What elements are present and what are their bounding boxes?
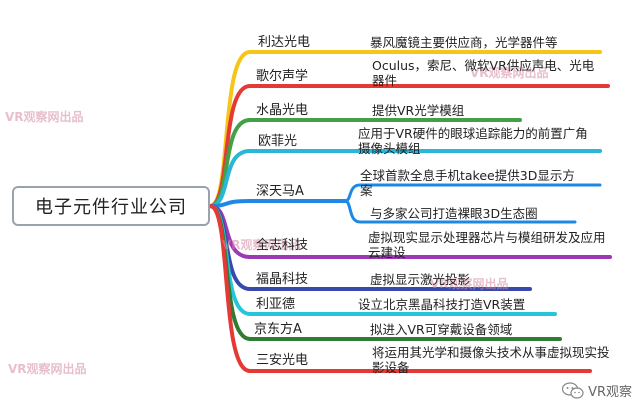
company-crystal: 水晶光电 [256, 103, 309, 118]
company-sanan: 三安光电 [256, 353, 309, 368]
desc-sanan: 将运用其光学和摄像头技术从事虚拟现实投影设备 [372, 345, 610, 375]
watermark-1: VR观察网出品 [470, 66, 549, 80]
watermark-3: VR观察网出品 [222, 238, 301, 252]
brand-label: VR观察 [588, 385, 632, 400]
company-tianma: 深天马A [256, 184, 304, 199]
root-label: 电子元件行业公司 [35, 197, 187, 218]
company-goer: 歌尔声学 [256, 69, 309, 84]
desc-ofilm: 应用于VR硬件的眼球追踪能力的前置广角摄像头模组 [358, 126, 588, 156]
desc-lida: 暴风魔镜主要供应商，光学器件等 [370, 35, 558, 50]
root-node: 电子元件行业公司 [12, 186, 210, 226]
desc-crystal: 提供VR光学模组 [372, 103, 465, 118]
company-castech: 福晶科技 [256, 272, 309, 287]
company-ofilm: 欧菲光 [258, 134, 298, 149]
desc-leyard: 设立北京黑晶科技打造VR装置 [358, 297, 526, 312]
watermark-5: VR观察网出品 [430, 277, 509, 291]
desc-allwinner: 虚拟现实显示处理器芯片与模组研发及应用云建设 [368, 230, 606, 260]
branch-curve [208, 204, 252, 373]
company-leyard: 利亚德 [256, 297, 296, 312]
brand-mark: VR观察 [561, 381, 632, 400]
sub-branch-curve [343, 199, 577, 224]
desc-castech: 虚拟显示激光投影 [370, 272, 471, 287]
company-boe: 京东方A [254, 322, 302, 337]
watermark-4: VR观察网出品 [8, 362, 87, 376]
desc-tianma-2: 与多家公司打造裸眼3D生态圈 [370, 206, 538, 221]
desc-tianma-1: 全球首款全息手机takee提供3D显示方案 [360, 168, 575, 198]
wechat-icon [561, 381, 584, 400]
watermark-2: VR观察网出品 [5, 110, 84, 124]
desc-boe: 拟进入VR可穿戴设备领域 [370, 322, 513, 337]
company-allwinner: 全志科技 [256, 238, 309, 253]
desc-goer: Oculus，索尼、微软VR供应声电、光电器件 [372, 58, 595, 88]
company-lida: 利达光电 [258, 35, 311, 50]
